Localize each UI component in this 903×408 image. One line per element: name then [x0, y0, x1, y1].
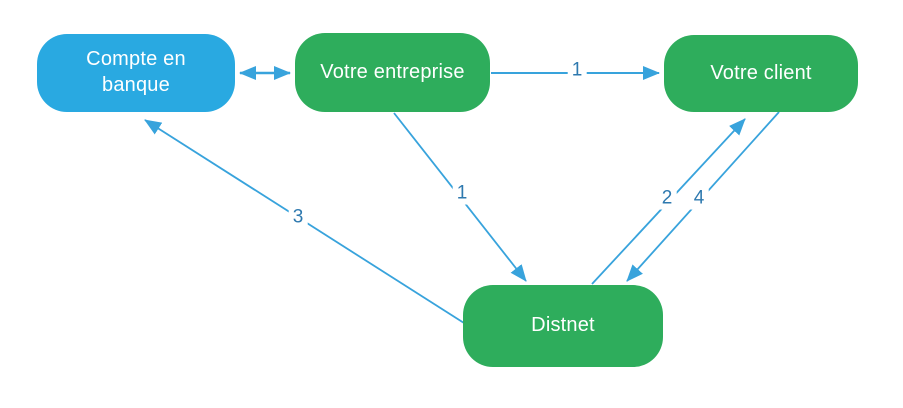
edge-label-distnet-client: 2: [657, 188, 677, 210]
node-compte-en-banque-label: Compte en banque: [86, 48, 186, 96]
node-votre-client-label: Votre client: [710, 61, 812, 84]
node-distnet-label: Distnet: [531, 314, 595, 337]
edge-label-entreprise-client: 1: [567, 60, 587, 82]
node-votre-entreprise-label: Votre entreprise: [320, 60, 465, 83]
node-distnet: Distnet: [463, 285, 663, 367]
node-compte-en-banque: Compte en banque: [37, 34, 235, 112]
edge-label-distnet-compte: 3: [288, 207, 308, 229]
node-votre-entreprise: Votre entreprise: [295, 33, 490, 112]
edge-label-entreprise-distnet: 1: [452, 183, 472, 205]
node-votre-client: Votre client: [664, 35, 858, 112]
edge-label-client-distnet: 4: [689, 188, 709, 210]
